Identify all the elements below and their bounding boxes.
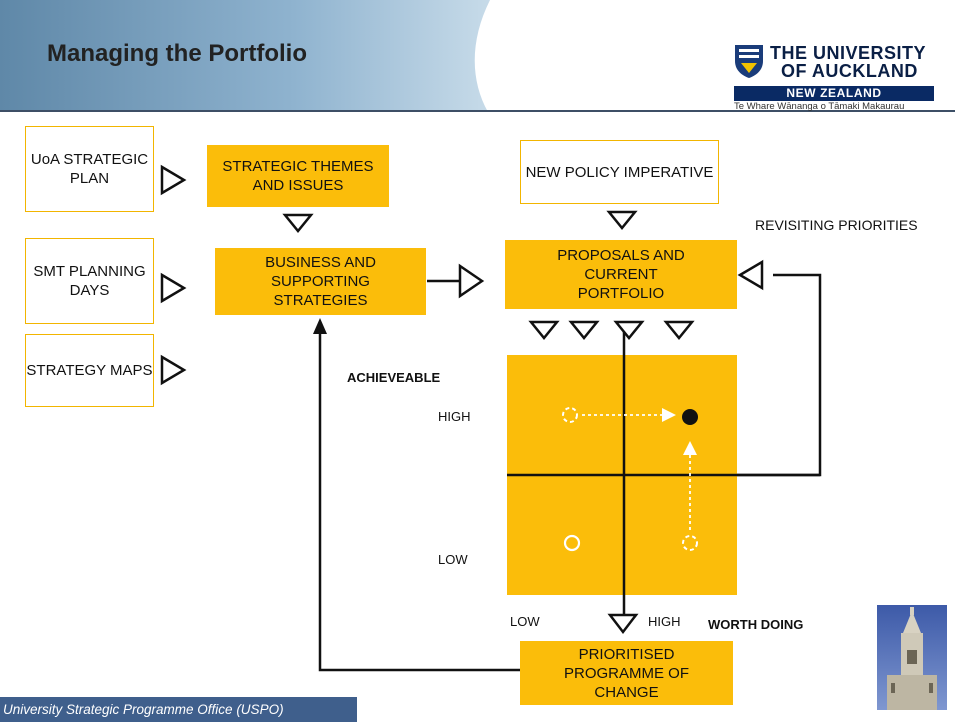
strategy-maps-box: STRATEGY MAPS	[25, 334, 154, 407]
revisiting-priorities-label: REVISITING PRIORITIES	[755, 217, 918, 233]
proposal-down-arrow-1-icon	[528, 320, 560, 340]
achieveable-axis-label: ACHIEVEABLE	[347, 370, 441, 385]
prioritised-programme-box: PRIORITISED PROGRAMME OF CHANGE	[520, 641, 733, 705]
proposal-down-arrow-2-icon	[568, 320, 600, 340]
x-low-label: LOW	[510, 614, 540, 629]
university-logo: THE UNIVERSITY OF AUCKLAND NEW ZEALAND T…	[729, 43, 947, 112]
dot-low-low	[563, 534, 581, 552]
dot-low-high-dashed	[682, 535, 698, 551]
uoa-strategic-plan-box: UoA STRATEGIC PLAN	[25, 126, 154, 212]
policy-down-arrow-icon	[606, 210, 638, 230]
proposal-down-arrow-3-icon	[613, 320, 645, 340]
crest-icon	[735, 45, 763, 78]
dashed-arrowhead-horizontal	[662, 408, 676, 422]
proposal-down-arrow-4-icon	[663, 320, 695, 340]
dot-high-high	[682, 409, 698, 425]
proposals-box: PROPOSALS AND CURRENT PORTFOLIO	[505, 240, 737, 309]
uoa-arrow-icon	[160, 164, 187, 196]
revisiting-loop-line	[737, 273, 822, 477]
themes-down-arrow-icon	[282, 213, 314, 233]
page-title: Managing the Portfolio	[47, 40, 307, 67]
logo-line-1: THE UNIVERSITY	[770, 43, 927, 63]
revisiting-arrowhead	[737, 259, 764, 291]
logo-line-2: OF AUCKLAND	[781, 61, 918, 81]
dot-high-low-dashed	[562, 407, 578, 423]
feedback-arrowhead	[313, 318, 327, 334]
header-background	[0, 0, 955, 112]
slide-header: Managing the Portfolio THE UNIVERSITY OF…	[0, 0, 955, 112]
maps-arrow-icon	[160, 354, 187, 386]
footer-bar: University Strategic Programme Office (U…	[0, 697, 357, 722]
worth-doing-axis-label: WORTH DOING	[708, 617, 804, 632]
dashed-arrowhead-vertical	[683, 441, 697, 455]
smt-planning-days-box: SMT PLANNING DAYS	[25, 238, 154, 324]
y-high-label: HIGH	[438, 409, 471, 424]
strategic-themes-box: STRATEGIC THEMES AND ISSUES	[207, 145, 389, 207]
clock-tower-photo	[877, 605, 947, 710]
matrix-down-arrow-icon	[607, 613, 639, 635]
new-policy-box: NEW POLICY IMPERATIVE	[520, 140, 719, 204]
smt-arrow-icon	[160, 272, 187, 304]
business-strategies-box: BUSINESS AND SUPPORTING STRATEGIES	[215, 248, 426, 315]
feedback-loop-line	[318, 330, 520, 672]
x-high-label: HIGH	[648, 614, 681, 629]
logo-line-4: Te Whare Wānanga o Tāmaki Makaurau	[734, 101, 905, 112]
business-to-proposals-arrowhead	[458, 263, 485, 299]
y-low-label: LOW	[438, 552, 468, 567]
logo-line-3: NEW ZEALAND	[734, 86, 934, 101]
